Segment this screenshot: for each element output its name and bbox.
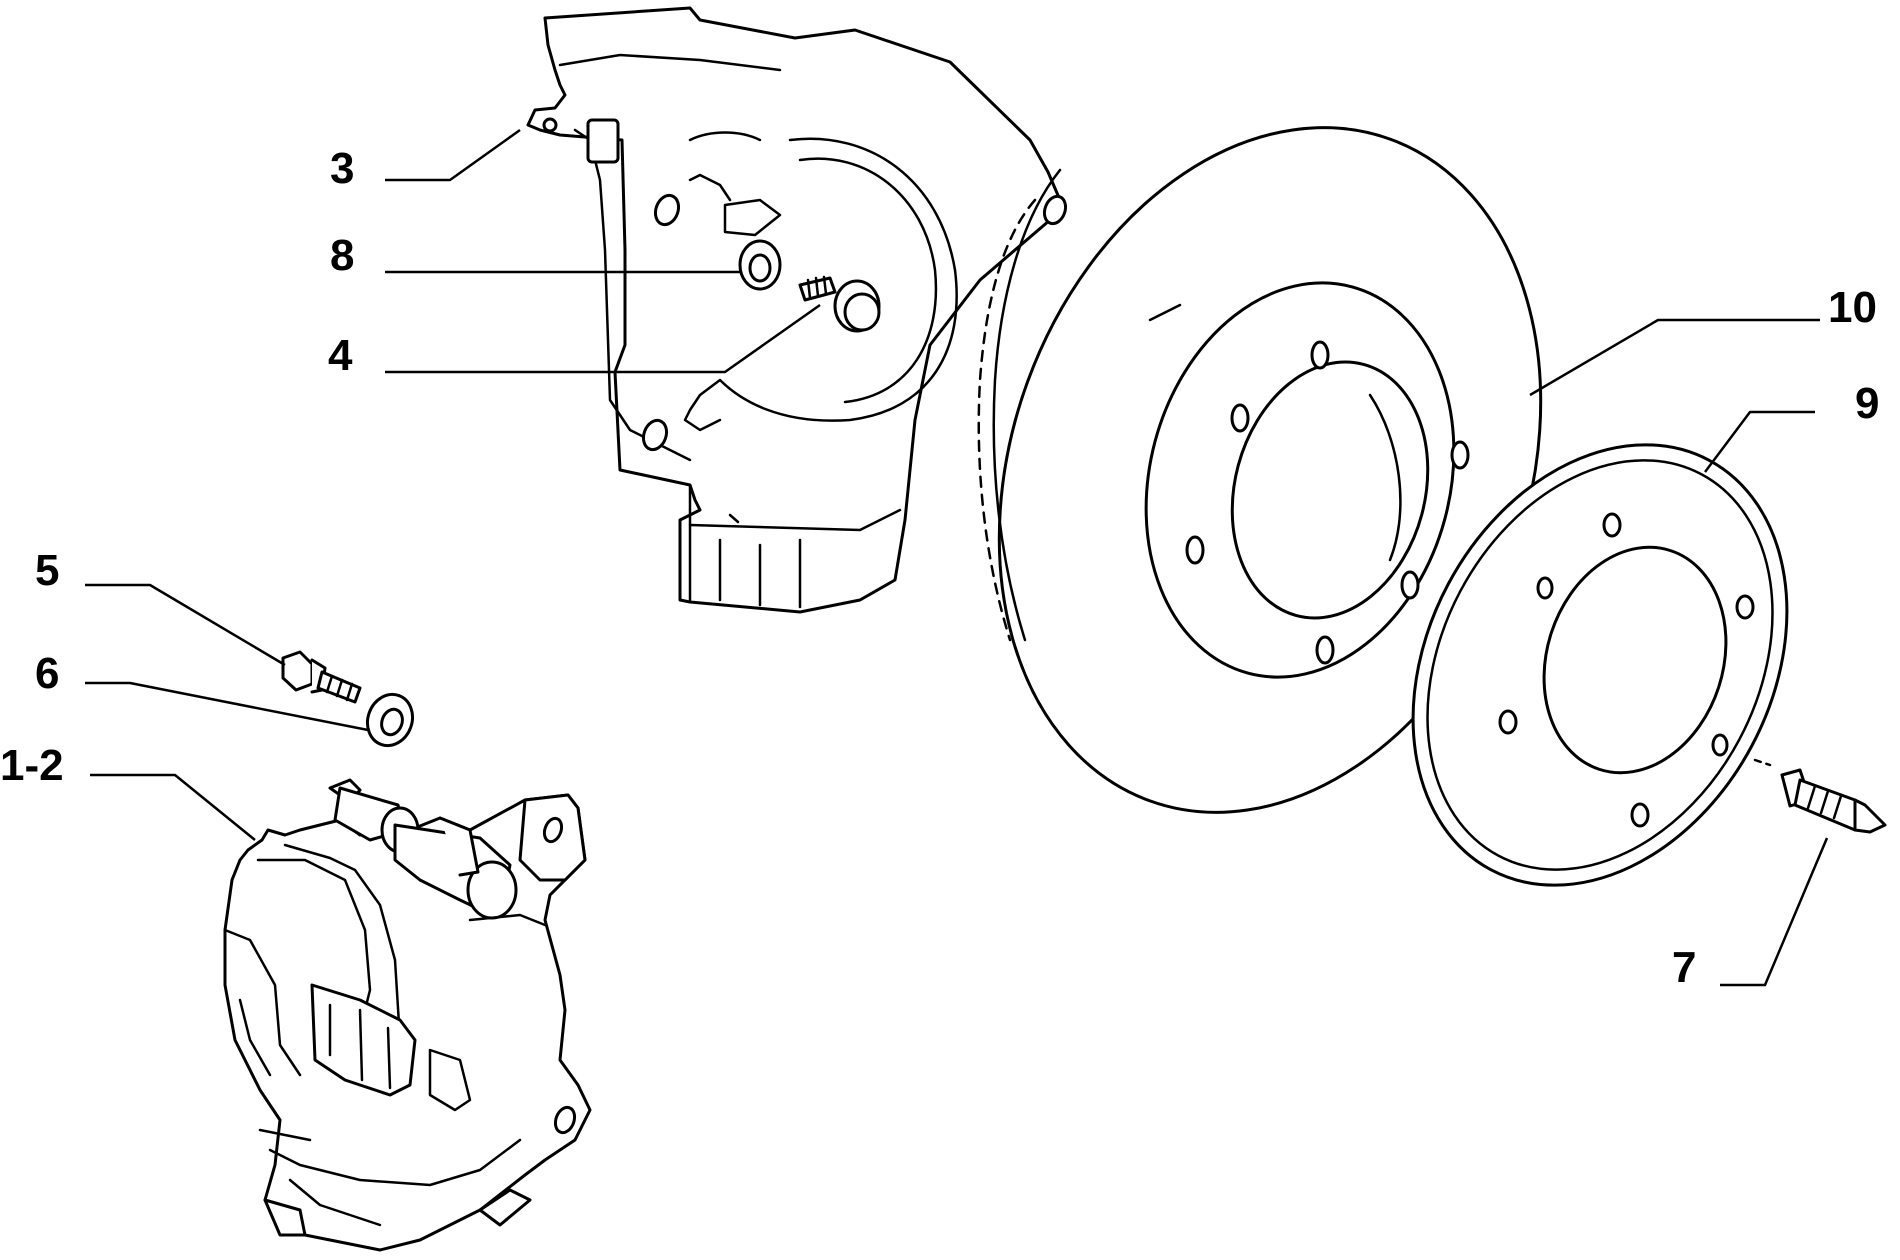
flange-plate	[1411, 443, 1789, 887]
callout-labels: 3 8 4 5 6 1-2 10 9 7	[0, 144, 1879, 992]
screw-part-4	[798, 275, 881, 333]
brake-caliper	[223, 778, 592, 1252]
leader-3	[385, 128, 521, 182]
callout-9: 9	[1855, 379, 1879, 428]
callout-6: 6	[35, 649, 59, 698]
brake-disc	[977, 126, 1543, 814]
leader-10	[1529, 318, 1820, 397]
callout-4: 4	[328, 331, 353, 380]
callout-3: 3	[330, 144, 354, 193]
callout-5: 5	[35, 546, 59, 595]
washer-part-6	[365, 692, 415, 748]
leader-9	[1704, 410, 1815, 473]
leader-5	[85, 583, 286, 667]
leader-1-2	[90, 773, 256, 841]
leader-lines	[85, 128, 1829, 987]
leader-4	[385, 303, 821, 374]
washer-part-8	[738, 239, 782, 291]
wheel-stud	[1753, 758, 1887, 834]
dust-shield	[526, 6, 1068, 614]
callout-1-2: 1-2	[0, 741, 64, 790]
leader-6	[85, 681, 369, 732]
callout-7: 7	[1672, 943, 1696, 992]
bolt-part-5	[281, 650, 362, 704]
leader-7	[1720, 837, 1829, 987]
callout-10: 10	[1828, 283, 1877, 332]
callout-8: 8	[330, 231, 354, 280]
